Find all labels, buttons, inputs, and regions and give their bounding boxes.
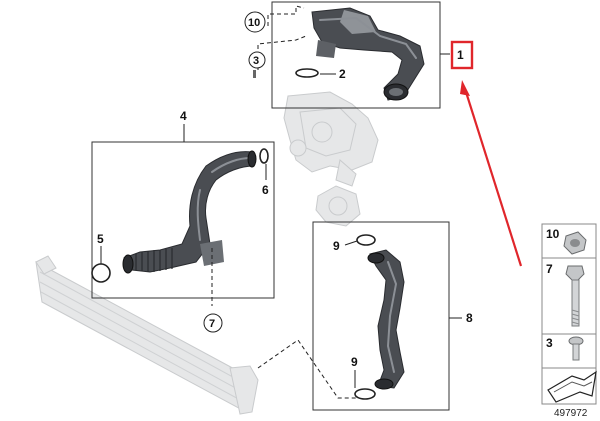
direction-arrow-icon bbox=[547, 370, 597, 403]
callout-9-lower[interactable]: 9 bbox=[351, 355, 358, 369]
charge-air-pipe-part-4[interactable] bbox=[122, 150, 257, 274]
leader-lines bbox=[100, 53, 462, 388]
part-1-frame bbox=[271, 1, 441, 109]
bolt-icon bbox=[565, 265, 585, 327]
svg-text:3: 3 bbox=[253, 55, 259, 67]
part-6-o-ring[interactable] bbox=[259, 148, 269, 164]
clip-nut-icon bbox=[563, 231, 587, 255]
callout-6[interactable]: 6 bbox=[262, 183, 269, 197]
callout-2[interactable]: 2 bbox=[339, 67, 346, 81]
part-5-o-ring[interactable] bbox=[91, 263, 111, 283]
svg-text:10: 10 bbox=[546, 227, 560, 241]
svg-text:3: 3 bbox=[546, 336, 553, 350]
svg-text:1: 1 bbox=[457, 48, 464, 62]
diagram-id: 497972 bbox=[554, 408, 588, 419]
part-2-o-ring[interactable] bbox=[295, 68, 319, 78]
fastener-legend: 10 7 3 bbox=[541, 223, 597, 405]
part-8-frame bbox=[312, 221, 450, 411]
throttle-body-ghost bbox=[315, 185, 361, 227]
part-9-o-ring-lower[interactable] bbox=[354, 388, 376, 400]
turbocharger-ghost bbox=[283, 91, 379, 187]
highlight-arrow bbox=[460, 80, 523, 267]
intake-hose-part-1[interactable] bbox=[311, 7, 425, 101]
callout-8[interactable]: 8 bbox=[466, 311, 473, 325]
svg-text:7: 7 bbox=[546, 262, 553, 276]
part-3-screw-small[interactable] bbox=[253, 70, 256, 78]
callout-1[interactable]: 1 bbox=[450, 40, 474, 70]
svg-text:10: 10 bbox=[248, 17, 260, 29]
intercooler-ghost bbox=[35, 255, 259, 415]
callout-10[interactable]: 10 bbox=[244, 11, 266, 33]
callout-9-upper[interactable]: 9 bbox=[333, 239, 340, 253]
part-9-o-ring-upper[interactable] bbox=[356, 234, 376, 246]
callout-4[interactable]: 4 bbox=[180, 109, 187, 123]
callout-7[interactable]: 7 bbox=[203, 313, 223, 333]
screw-icon bbox=[568, 336, 584, 361]
svg-text:7: 7 bbox=[209, 318, 215, 330]
legend-row-7[interactable]: 7 bbox=[546, 262, 585, 327]
legend-row-10[interactable]: 10 bbox=[546, 227, 587, 255]
charge-air-hose-part-8[interactable] bbox=[367, 249, 405, 390]
part-4-frame bbox=[91, 141, 275, 299]
legend-row-3[interactable]: 3 bbox=[546, 336, 584, 361]
callout-3[interactable]: 3 bbox=[248, 51, 266, 69]
callout-5[interactable]: 5 bbox=[97, 232, 104, 246]
